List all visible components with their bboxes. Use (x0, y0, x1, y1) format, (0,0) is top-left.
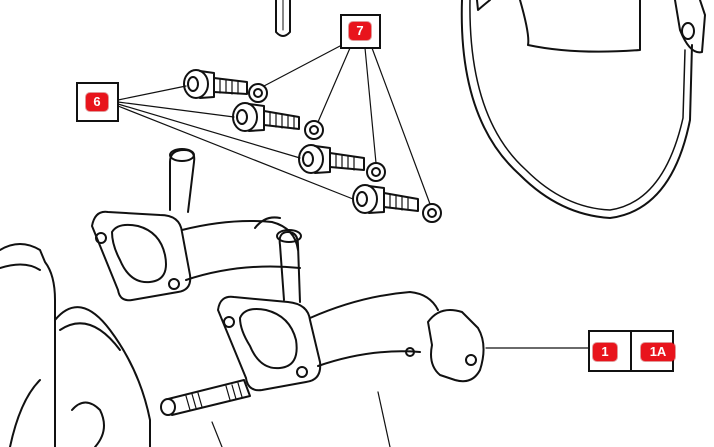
cover-plate-part (460, 0, 706, 219)
stud-part (160, 379, 251, 416)
screw-4 (352, 184, 442, 223)
screw-2 (232, 102, 324, 140)
leader-manifold (377, 391, 391, 447)
leader-lines-6 (117, 85, 354, 200)
screw-1 (183, 69, 268, 103)
hotspot-7[interactable]: 7 (349, 22, 371, 40)
housing-part (0, 243, 151, 447)
hotspot-6[interactable]: 6 (86, 93, 108, 111)
leader-lines-7 (263, 45, 431, 205)
callout-box-6 (76, 82, 119, 122)
hotspot-1[interactable]: 1 (593, 343, 617, 361)
leader-stud (211, 421, 223, 447)
top-pin-part (275, 0, 291, 37)
manifold-front (217, 229, 485, 392)
screw-3 (298, 144, 386, 182)
manifold-back (91, 148, 301, 302)
hotspot-1a[interactable]: 1A (641, 343, 675, 361)
